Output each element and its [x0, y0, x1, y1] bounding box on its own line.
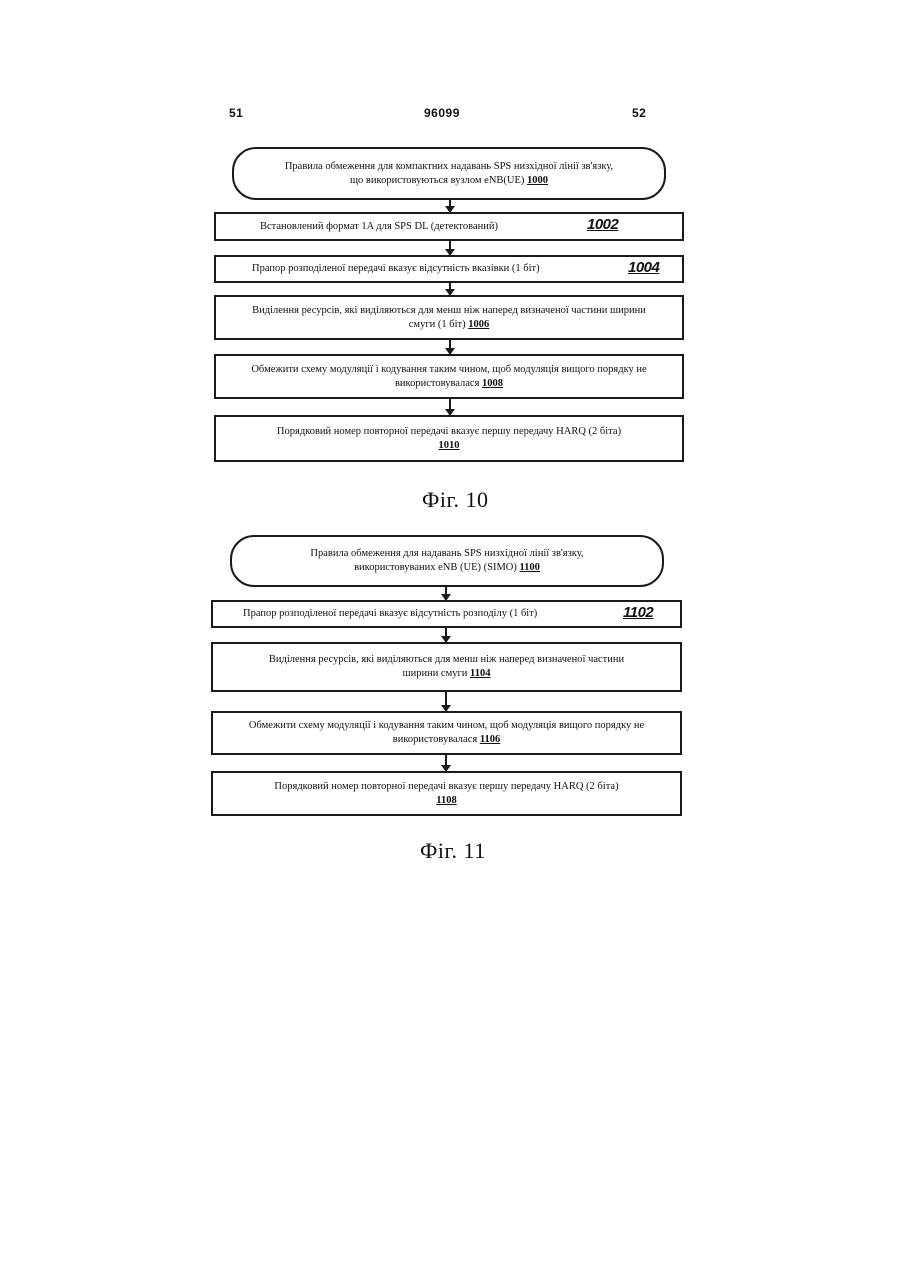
step-text-line1: Порядковий номер повторної передачі вказ… [277, 426, 621, 437]
flow-arrow [445, 587, 447, 600]
step-text-line2: використовувалася [395, 378, 479, 389]
flow-arrow [445, 692, 447, 711]
flow-arrow [449, 399, 451, 415]
step-text: Прапор розподіленої передачі вказує відс… [252, 262, 540, 276]
ref-number: 1008 [482, 378, 503, 389]
step-box-1104: Виділення ресурсів, які виділяються для … [211, 642, 682, 692]
ref-number: 1100 [520, 562, 540, 573]
page-number-right: 52 [632, 106, 646, 120]
step-tag-1002: 1002 [587, 216, 618, 233]
start-text-line1: Правила обмеження для компактних надаван… [285, 161, 613, 172]
step-text: Встановлений формат 1A для SPS DL (детек… [260, 220, 498, 234]
flow-arrow [445, 755, 447, 771]
flow-arrow [449, 241, 451, 255]
ref-number: 1010 [438, 440, 459, 451]
page-number-left: 51 [229, 106, 243, 120]
step-text: Прапор розподіленої передачі вказує відс… [243, 607, 537, 621]
step-text-line2: смуги (1 біт) [409, 319, 466, 330]
step-box-1108: Порядковий номер повторної передачі вказ… [211, 771, 682, 816]
step-box-1004: Прапор розподіленої передачі вказує відс… [214, 255, 684, 283]
start-text-line2: використовуваних eNB (UE) (SIMO) [354, 562, 517, 573]
flow-arrow [449, 283, 451, 295]
ref-number: 1000 [527, 175, 548, 186]
step-box-1106: Обмежити схему модуляції і кодування так… [211, 711, 682, 755]
step-box-1010: Порядковий номер повторної передачі вказ… [214, 415, 684, 462]
flow-arrow [449, 340, 451, 354]
ref-number: 1006 [468, 319, 489, 330]
step-text-line2: використовувалася [393, 734, 477, 745]
step-text-line1: Порядковий номер повторної передачі вказ… [274, 781, 618, 792]
figure-caption-10: Фіг. 10 [422, 487, 489, 513]
step-text-line1: Виділення ресурсів, які виділяються для … [252, 305, 646, 316]
step-text-line1: Виділення ресурсів, які виділяються для … [269, 654, 624, 665]
flow-arrow [449, 200, 451, 212]
figure-caption-11: Фіг. 11 [420, 838, 486, 864]
step-tag-1004: 1004 [628, 259, 659, 276]
ref-number: 1108 [436, 795, 456, 806]
step-box-1008: Обмежити схему модуляції і кодування так… [214, 354, 684, 399]
document-number: 96099 [424, 106, 460, 120]
flow-arrow [445, 628, 447, 642]
ref-number: 1104 [470, 668, 490, 679]
ref-number: 1106 [480, 734, 500, 745]
step-box-1102: Прапор розподіленої передачі вказує відс… [211, 600, 682, 628]
step-text-line1: Обмежити схему модуляції і кодування так… [251, 364, 646, 375]
start-text-line2: що використовуються вузлом eNB(UE) [350, 175, 524, 186]
start-terminal-1100: Правила обмеження для надавань SPS низхі… [230, 535, 664, 587]
start-text-line1: Правила обмеження для надавань SPS низхі… [310, 548, 583, 559]
step-text-line1: Обмежити схему модуляції і кодування так… [249, 720, 644, 731]
step-text-line2: ширини смуги [403, 668, 468, 679]
step-tag-1102: 1102 [623, 604, 653, 621]
start-terminal-1000: Правила обмеження для компактних надаван… [232, 147, 666, 200]
step-box-1006: Виділення ресурсів, які виділяються для … [214, 295, 684, 340]
